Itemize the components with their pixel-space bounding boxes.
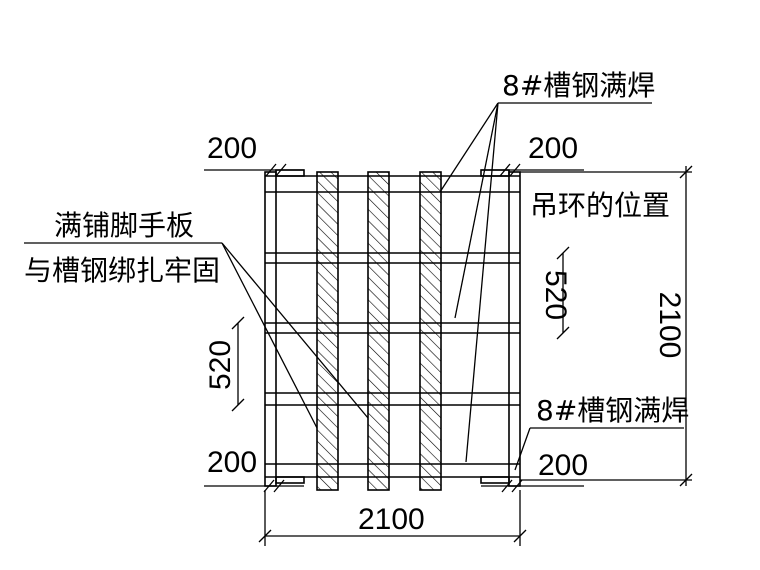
dim-tick bbox=[501, 479, 513, 493]
scaffold-board bbox=[367, 171, 390, 491]
weld-leader bbox=[454, 102, 499, 319]
dim-label-top-left: 200 bbox=[207, 132, 258, 165]
dim-tick bbox=[513, 529, 527, 543]
weld-label-bottom: 8#槽钢满焊 bbox=[536, 394, 690, 427]
scaffold-board-label-line2: 与槽钢绑扎牢固 bbox=[24, 254, 221, 287]
lifting-ring-tab bbox=[275, 476, 305, 484]
dim-tick bbox=[679, 473, 693, 487]
dim-tick bbox=[499, 163, 511, 177]
scaffold-board bbox=[419, 171, 442, 491]
scaffold-boards bbox=[316, 171, 442, 491]
dim-tick bbox=[231, 398, 245, 412]
dim-label-bottom-left: 200 bbox=[207, 446, 258, 479]
scaffold-board-label-line1: 满铺脚手板 bbox=[54, 209, 195, 242]
weld-label-top: 8#槽钢满焊 bbox=[502, 69, 656, 102]
dim-tick bbox=[265, 163, 277, 177]
dim-label-bottom-right: 200 bbox=[538, 449, 589, 482]
dim-tick bbox=[258, 529, 272, 543]
dim-tick bbox=[509, 163, 521, 177]
board-leader bbox=[221, 242, 369, 419]
dim-tick bbox=[273, 479, 285, 493]
weld-leader bbox=[514, 427, 531, 471]
dim-tick bbox=[511, 479, 523, 493]
dim-tick bbox=[263, 479, 275, 493]
steel-frame bbox=[264, 169, 521, 487]
left-spacing-label: 520 bbox=[204, 339, 237, 391]
scaffold-board bbox=[316, 171, 339, 491]
lifting-ring-label: 吊环的位置 bbox=[530, 189, 671, 222]
dim-tick bbox=[556, 326, 570, 340]
dim-tick bbox=[679, 165, 693, 179]
overall-height-label: 2100 bbox=[653, 291, 686, 359]
board-leader bbox=[221, 242, 318, 429]
dim-label-top-right: 200 bbox=[528, 132, 579, 165]
dim-tick bbox=[556, 246, 570, 260]
dim-tick bbox=[231, 316, 245, 330]
weld-leader bbox=[439, 102, 499, 193]
leader-lines bbox=[24, 102, 684, 471]
dim-tick bbox=[275, 163, 287, 177]
right-spacing-label: 520 bbox=[539, 269, 572, 321]
lifting-ring-tab bbox=[480, 476, 510, 484]
overall-width-label: 2100 bbox=[358, 503, 425, 536]
dimension-lines bbox=[204, 163, 693, 546]
weld-leader bbox=[465, 102, 499, 463]
right-edge-channel bbox=[508, 171, 521, 487]
